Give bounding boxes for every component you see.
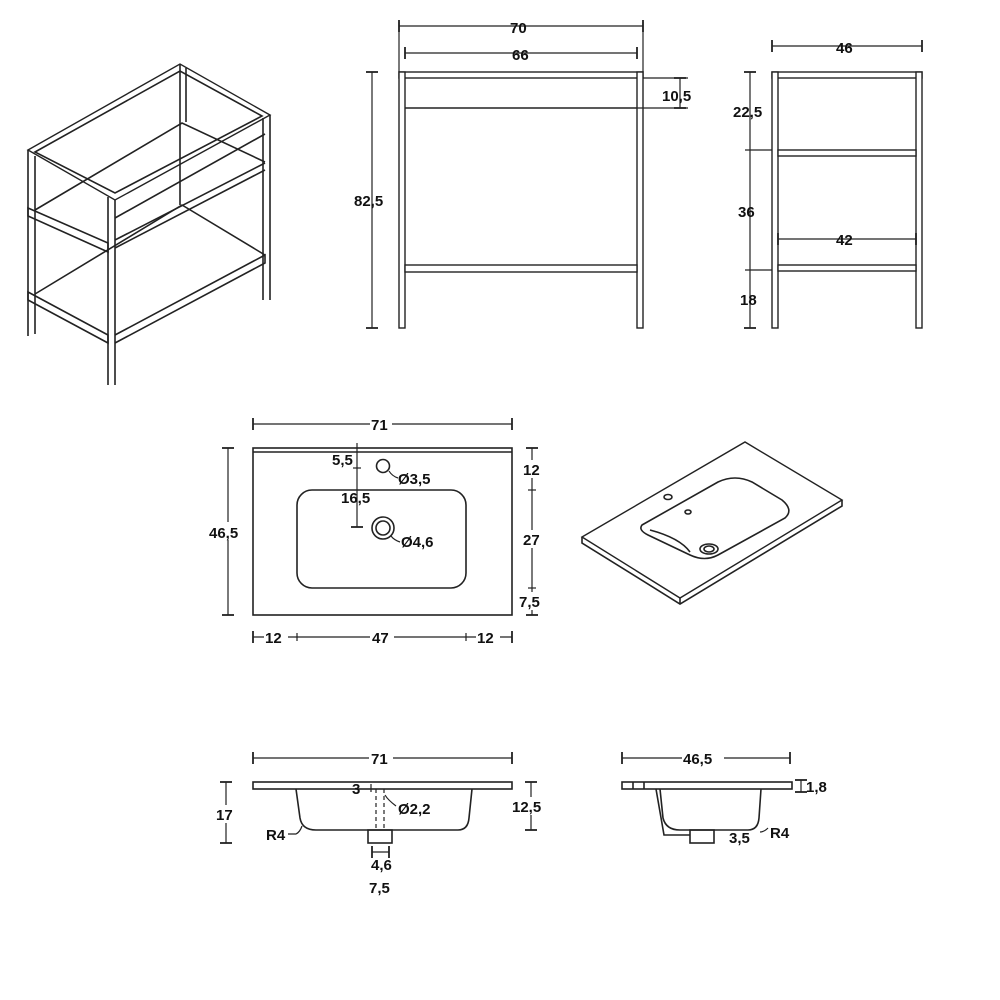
dim-tap-offset: 5,5 (332, 452, 353, 469)
basin-side-section: 46,5 1,8 3,5 R4 (621, 748, 827, 847)
basin-top-view: 71 46,5 5,5 16,5 Ø3,5 Ø4,6 12 27 7,5 12 … (207, 414, 548, 647)
dim-right-top: 12 (523, 462, 540, 479)
tap-hole-icon (375, 458, 391, 474)
dim-front-width-inner: 66 (512, 47, 529, 64)
dim-bowl-depth: 12,5 (512, 799, 541, 816)
dim-section-height: 17 (216, 807, 233, 824)
dim-left-margin: 12 (265, 630, 282, 647)
dim-side-depth: 46 (836, 40, 853, 57)
dim-side-bottom: 18 (740, 292, 757, 309)
dim-section-width: 71 (371, 751, 388, 768)
dim-front-width-outer: 70 (510, 20, 527, 37)
dim-height: 82,5 (354, 193, 383, 210)
dim-side-section-drain: 3,5 (729, 830, 750, 847)
dim-basin-width: 71 (371, 417, 388, 434)
frame-front-view: 70 66 10,5 82,5 (354, 20, 691, 329)
dim-side-middle: 36 (738, 204, 755, 221)
dim-right-bowl: 27 (523, 532, 540, 549)
basin-perspective-view (580, 441, 844, 605)
frame-perspective-view (26, 63, 272, 385)
dim-side-section-depth: 46,5 (683, 751, 712, 768)
dim-radius: R4 (266, 827, 286, 844)
dim-side-section-radius: R4 (770, 825, 790, 842)
dim-right-bottom: 7,5 (519, 594, 540, 611)
dim-side-top: 22,5 (733, 104, 762, 121)
dim-drain-hole: Ø4,6 (401, 534, 434, 551)
basin-front-section: 71 17 3 Ø2,2 12,5 R4 4,6 7,5 (214, 748, 548, 897)
dim-tap-hole: Ø3,5 (398, 471, 431, 488)
dim-drain-outer: 7,5 (369, 880, 390, 897)
dim-right-margin: 12 (477, 630, 494, 647)
dim-side-section-slab: 1,8 (806, 779, 827, 796)
dim-overflow: Ø2,2 (398, 801, 431, 818)
dim-side-inner: 42 (836, 232, 853, 249)
drain-icon (371, 516, 395, 540)
dim-drain-inner: 4,6 (371, 857, 392, 874)
dim-section-slab: 3 (352, 781, 360, 798)
frame-side-view: 46 22,5 36 18 42 (733, 40, 923, 329)
dim-apron: 10,5 (662, 88, 691, 105)
dim-bowl-width: 47 (372, 630, 389, 647)
dim-basin-depth: 46,5 (209, 525, 238, 542)
dim-drain-offset: 16,5 (341, 490, 370, 507)
